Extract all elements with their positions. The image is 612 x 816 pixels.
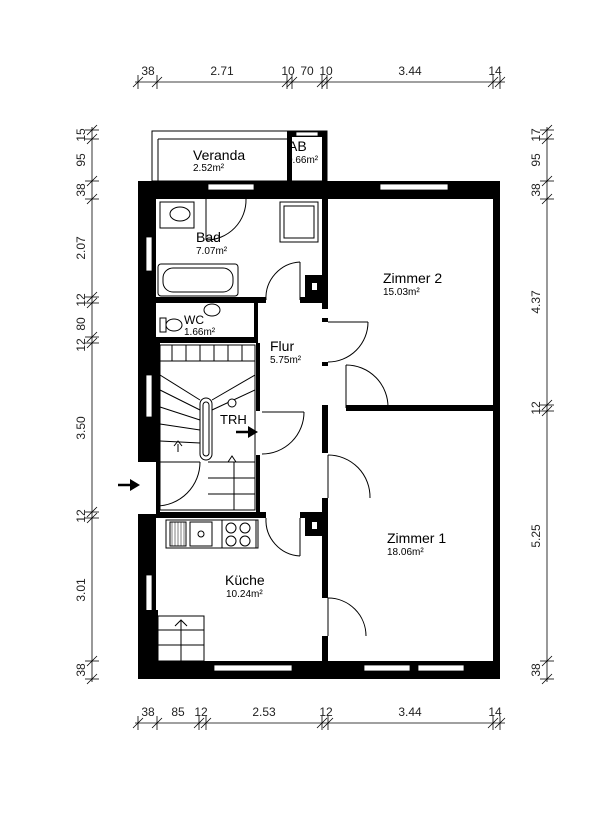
room-name-flur: Flur <box>270 338 294 354</box>
dim-top-1: 2.71 <box>210 64 234 78</box>
dimension-bottom: 38 85 12 2.53 12 3.44 14 <box>132 705 506 730</box>
dim-left-10: 38 <box>74 663 88 677</box>
room-area-zimmer2: 15.03m² <box>383 287 420 298</box>
dim-top-0: 38 <box>141 64 155 78</box>
staircase <box>157 344 256 662</box>
dim-bottom-3: 2.53 <box>252 705 276 719</box>
room-area-wc: 1.66m² <box>184 327 216 338</box>
dim-bottom-0: 38 <box>141 705 155 719</box>
dim-top-4: 10 <box>319 64 333 78</box>
dim-right-4: 12 <box>529 401 543 415</box>
dim-right-6: 38 <box>529 663 543 677</box>
room-name-zimmer2: Zimmer 2 <box>383 270 442 286</box>
outer-walls <box>138 181 500 679</box>
room-name-ab: AB <box>288 138 307 154</box>
dim-top-5: 3.44 <box>398 64 422 78</box>
dim-right-0: 17 <box>529 128 543 142</box>
dimension-right: 17 95 38 4.37 12 5.25 38 <box>529 124 554 685</box>
dim-bottom-6: 14 <box>488 705 502 719</box>
windows <box>145 183 465 672</box>
room-area-flur: 5.75m² <box>270 355 302 366</box>
dim-top-3: 70 <box>300 64 314 78</box>
dim-left-3: 2.07 <box>74 236 88 260</box>
room-area-veranda: 2.52m² <box>193 163 225 174</box>
dim-right-2: 38 <box>529 183 543 197</box>
dim-right-5: 5.25 <box>529 524 543 548</box>
dim-top-6: 14 <box>488 64 502 78</box>
room-name-kueche: Küche <box>225 572 265 588</box>
dimension-top: 38 2.71 10 70 10 3.44 14 <box>132 64 506 89</box>
room-area-kueche: 10.24m² <box>226 589 263 600</box>
room-area-zimmer1: 18.06m² <box>387 547 424 558</box>
room-name-zimmer1: Zimmer 1 <box>387 530 446 546</box>
dim-left-8: 12 <box>74 509 88 523</box>
dim-bottom-5: 3.44 <box>398 705 422 719</box>
entrance-arrow-icon <box>118 479 140 491</box>
dim-left-4: 12 <box>74 293 88 307</box>
room-name-trh: TRH <box>220 412 247 427</box>
room-area-ab: 0.66m² <box>287 155 319 166</box>
dim-left-5: 80 <box>74 317 88 331</box>
dim-left-2: 38 <box>74 183 88 197</box>
fixtures <box>157 201 319 549</box>
room-area-bad: 7.07m² <box>196 246 228 257</box>
dim-bottom-4: 12 <box>319 705 333 719</box>
dim-bottom-1: 85 <box>171 705 185 719</box>
dimension-left: 15 95 38 2.07 12 80 12 3.50 12 3.01 38 <box>74 124 99 685</box>
room-name-wc: WC <box>184 313 204 327</box>
room-name-bad: Bad <box>196 229 221 245</box>
dim-left-6: 12 <box>74 338 88 352</box>
dim-left-9: 3.01 <box>74 578 88 602</box>
dim-top-2: 10 <box>281 64 295 78</box>
entrance-opening <box>138 462 156 514</box>
room-labels: Veranda 2.52m² AB 0.66m² Bad 7.07m² WC 1… <box>184 138 446 600</box>
dim-bottom-2: 12 <box>194 705 208 719</box>
interior-walls <box>140 199 493 661</box>
dim-left-0: 15 <box>74 128 88 142</box>
trh-arrow-icon <box>236 426 258 438</box>
dim-right-1: 95 <box>529 153 543 167</box>
room-name-veranda: Veranda <box>193 147 245 163</box>
dim-left-7: 3.50 <box>74 416 88 440</box>
doors <box>155 198 389 637</box>
dim-left-1: 95 <box>74 153 88 167</box>
dim-right-3: 4.37 <box>529 290 543 314</box>
